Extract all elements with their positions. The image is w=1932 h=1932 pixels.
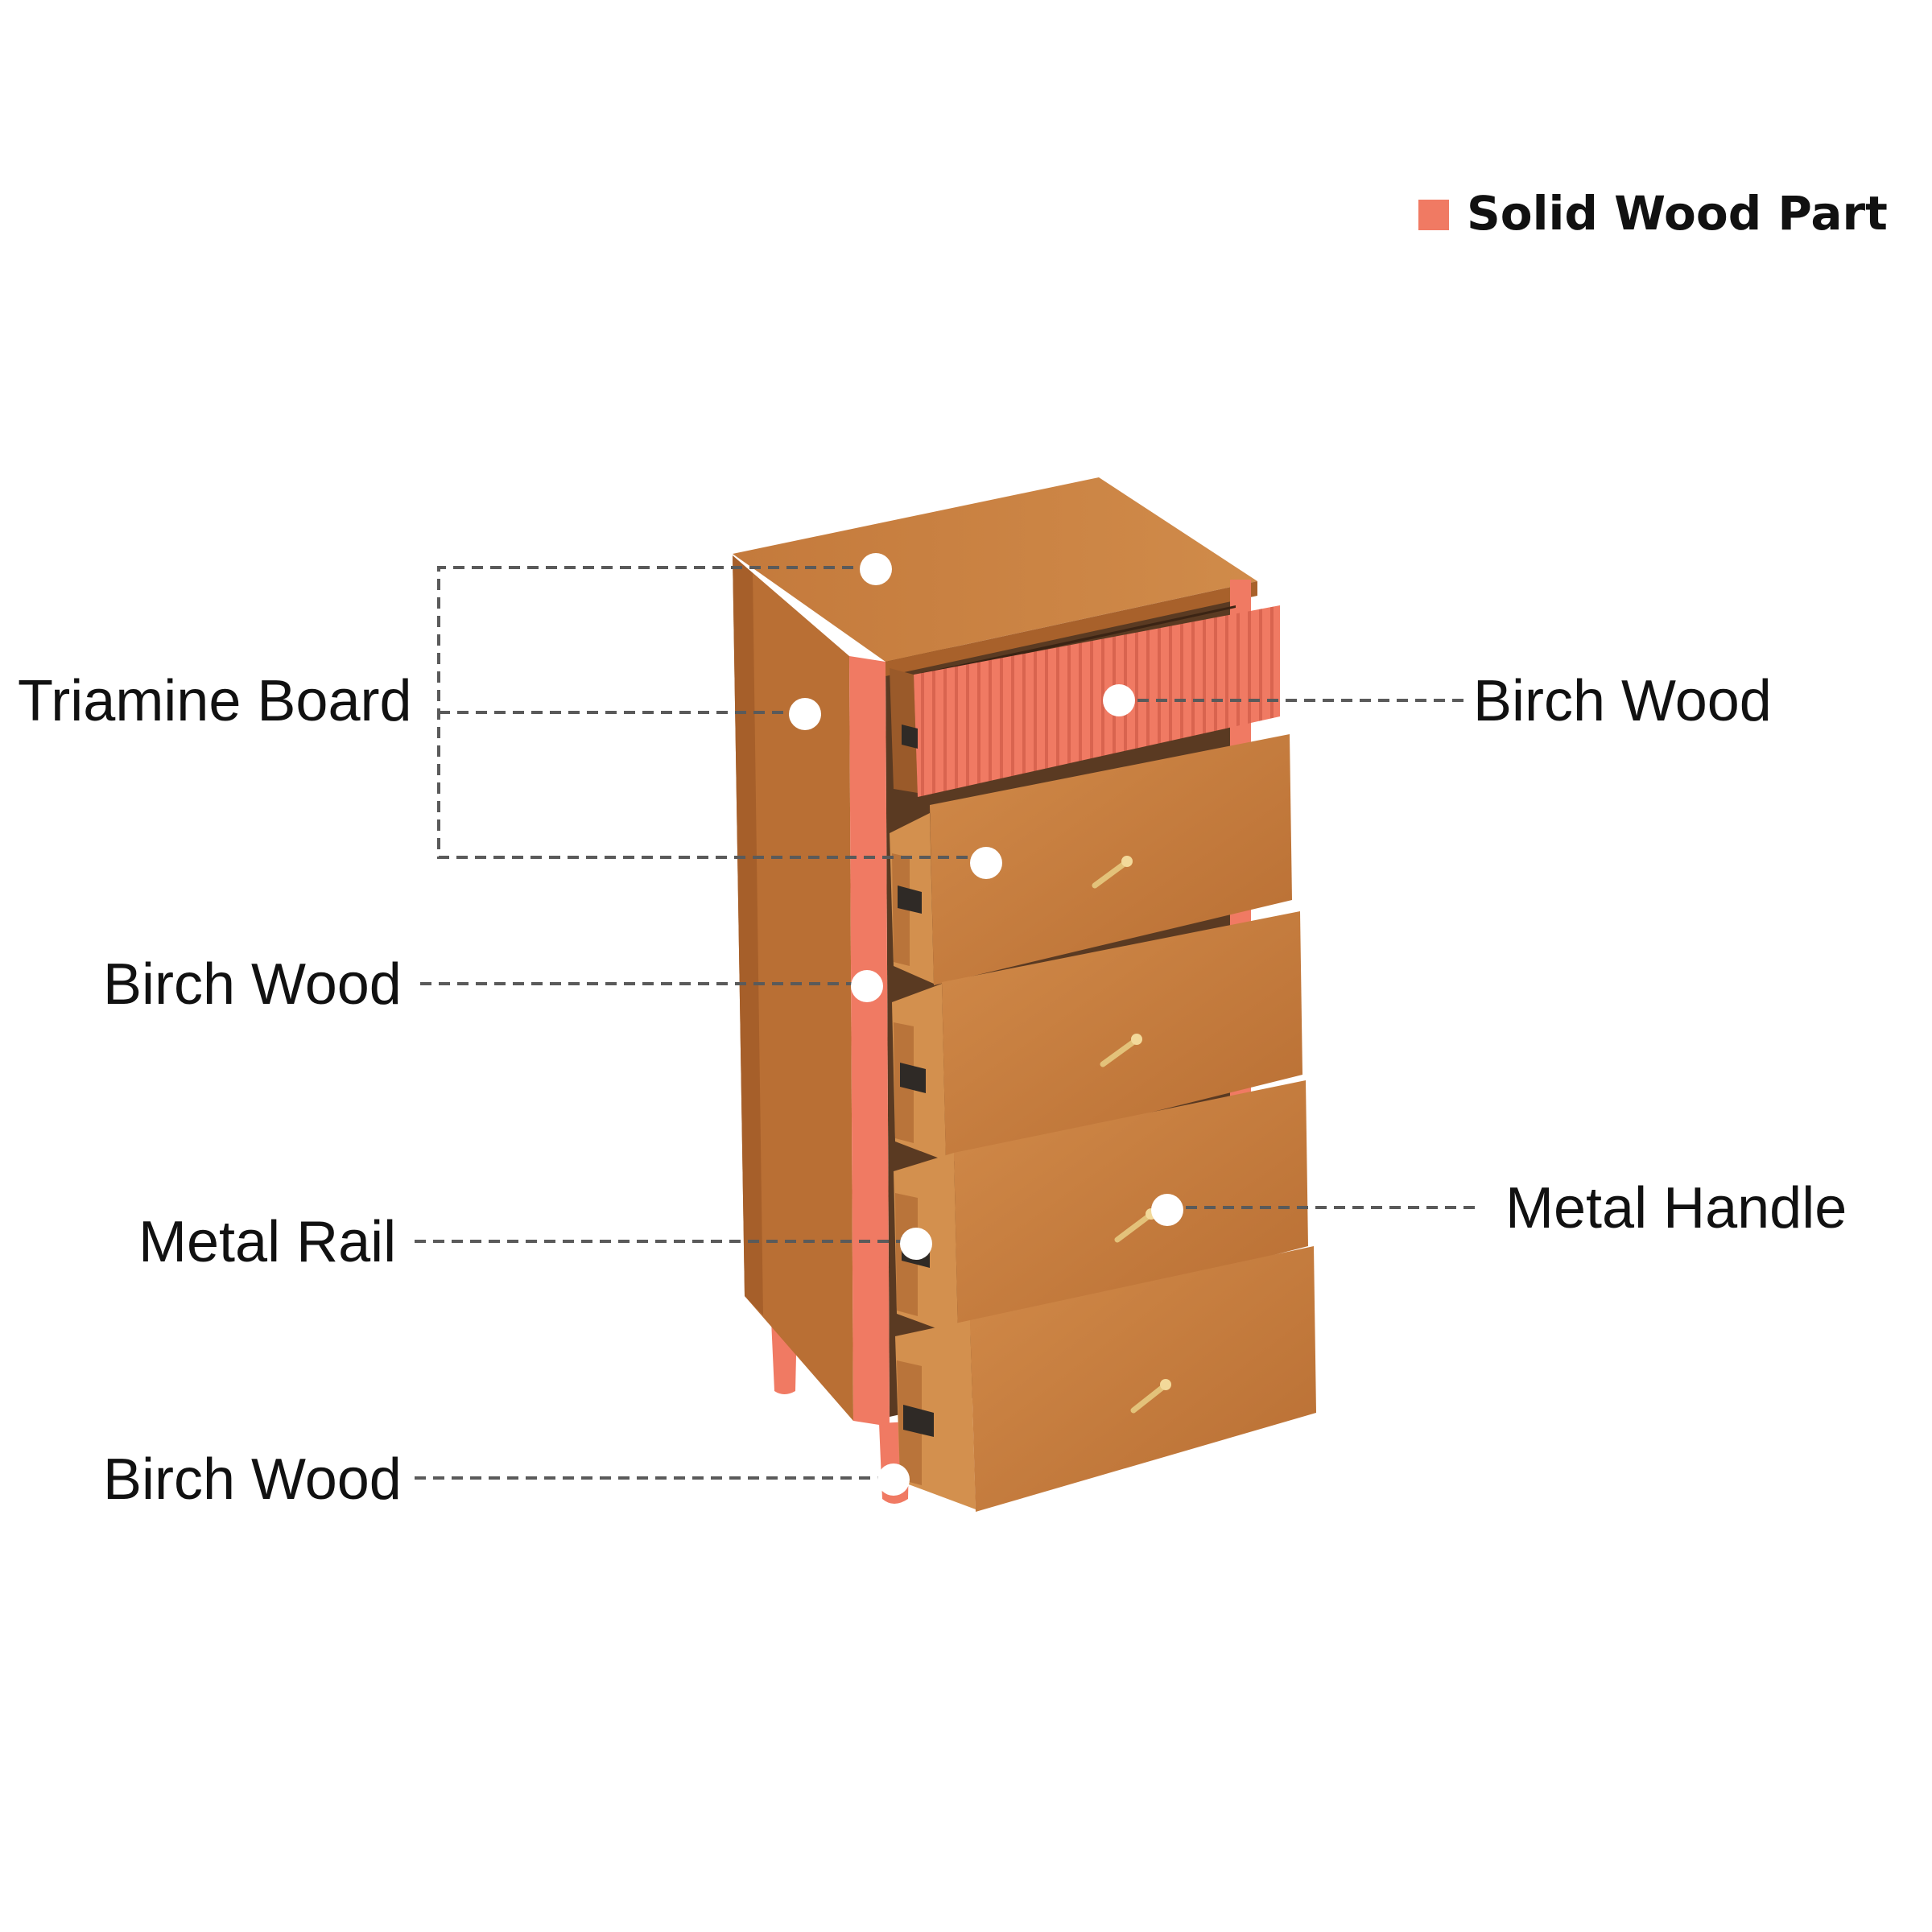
drawer-4-front — [954, 1080, 1308, 1336]
left-side-panel — [733, 555, 853, 1421]
drawer-5-front — [970, 1246, 1316, 1512]
callout-labels: Triamine Board Birch Wood Birch Wood Met… — [18, 669, 1847, 1512]
label-triamine-board: Triamine Board — [18, 669, 412, 733]
drawer-5[interactable] — [895, 1246, 1316, 1512]
drawer-1[interactable] — [890, 605, 1280, 797]
callout-markers — [789, 553, 1183, 1496]
marker-front-post — [851, 970, 883, 1002]
top-panel — [733, 477, 1257, 662]
marker-leg — [877, 1463, 910, 1496]
marker-drawer-interior — [970, 847, 1002, 879]
marker-metal-handle — [1151, 1194, 1183, 1226]
chest-of-drawers-icon — [733, 477, 1316, 1512]
label-metal-rail: Metal Rail — [138, 1210, 396, 1274]
legend-swatch — [1418, 200, 1449, 230]
legend: Solid Wood Part — [1418, 186, 1888, 241]
marker-top-panel — [860, 553, 892, 585]
drawer-3-handle[interactable] — [1100, 1034, 1142, 1067]
label-birch-wood-leg: Birch Wood — [103, 1447, 402, 1512]
drawer-3-front — [942, 911, 1302, 1163]
marker-metal-rail — [900, 1228, 932, 1260]
drawer-1-front — [914, 605, 1280, 797]
callout-lines — [415, 566, 1477, 1480]
label-metal-handle: Metal Handle — [1505, 1176, 1847, 1241]
marker-side-panel — [789, 698, 821, 730]
marker-top-drawer — [1103, 684, 1135, 716]
drawer-2-front — [930, 734, 1292, 985]
label-birch-wood-side: Birch Wood — [103, 952, 402, 1017]
label-birch-wood-top-drawer: Birch Wood — [1473, 669, 1772, 733]
front-post — [849, 656, 890, 1426]
drawer-2-handle[interactable] — [1092, 856, 1133, 889]
drawer-5-handle[interactable] — [1130, 1379, 1171, 1414]
drawer-3[interactable] — [892, 911, 1302, 1163]
legend-label: Solid Wood Part — [1467, 186, 1888, 241]
